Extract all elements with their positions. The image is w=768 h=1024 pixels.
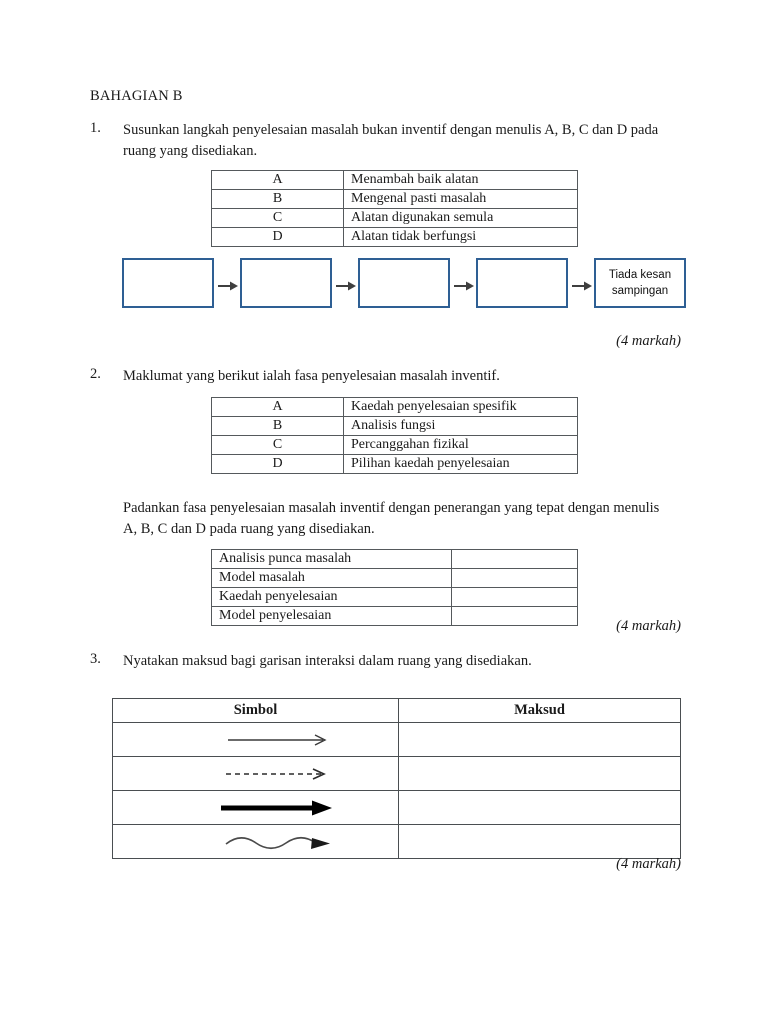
- question-2-instruction: Padankan fasa penyelesaian masalah inven…: [123, 500, 660, 537]
- option-desc: Analisis fungsi: [343, 416, 578, 436]
- flow-arrow-icon-4: [572, 280, 594, 292]
- table-row: B Analisis fungsi: [211, 416, 578, 436]
- option-letter: A: [211, 397, 344, 417]
- option-desc: Pilihan kaedah penyelesaian: [343, 454, 578, 474]
- flow-box-text-line2: sampingan: [611, 285, 669, 297]
- flow-answer-box-1[interactable]: [122, 258, 214, 308]
- question-2-matching-table: Analisis punca masalah Model masalah Kae…: [211, 549, 578, 626]
- flow-answer-box-3[interactable]: [358, 258, 450, 308]
- match-answer-blank[interactable]: [451, 587, 578, 607]
- flow-result-box: Tiada kesan sampingan: [594, 258, 686, 308]
- flow-box-text-line1: Tiada kesan: [608, 269, 672, 281]
- table-row: Model masalah: [211, 568, 578, 588]
- option-letter: D: [211, 227, 344, 247]
- column-header-simbol: Simbol: [112, 698, 399, 723]
- option-letter: B: [211, 189, 344, 209]
- option-desc: Mengenal pasti masalah: [343, 189, 578, 209]
- match-label: Kaedah penyelesaian: [211, 587, 452, 607]
- question-2-number: 2.: [90, 366, 101, 382]
- question-1-number: 1.: [90, 120, 101, 136]
- table-row: [112, 756, 681, 791]
- meaning-answer-cell-1[interactable]: [398, 722, 681, 757]
- question-2-text: Maklumat yang berikut ialah fasa penyele…: [123, 368, 500, 384]
- question-3-marks: (4 markah): [616, 856, 681, 872]
- table-row: [112, 722, 681, 757]
- meaning-answer-cell-2[interactable]: [398, 756, 681, 791]
- match-answer-blank[interactable]: [451, 568, 578, 588]
- table-row: [112, 824, 681, 859]
- option-letter: A: [211, 170, 344, 190]
- option-letter: B: [211, 416, 344, 436]
- match-label: Model penyelesaian: [211, 606, 452, 626]
- option-desc: Menambah baik alatan: [343, 170, 578, 190]
- table-row: D Alatan tidak berfungsi: [211, 227, 578, 247]
- question-3-number: 3.: [90, 651, 101, 667]
- question-1-marks: (4 markah): [616, 333, 681, 349]
- flow-arrow-icon-3: [454, 280, 476, 292]
- symbol-cell-4: [112, 824, 399, 859]
- column-header-maksud: Maksud: [398, 698, 681, 723]
- table-row: Model penyelesaian: [211, 606, 578, 626]
- symbol-cell-3: [112, 790, 399, 825]
- flow-arrow-icon-1: [218, 280, 240, 292]
- option-letter: C: [211, 208, 344, 228]
- match-answer-blank[interactable]: [451, 549, 578, 569]
- question-3-symbol-table: Simbol Maksud: [112, 698, 681, 859]
- match-label: Analisis punca masalah: [211, 549, 452, 569]
- symbol-cell-2: [112, 756, 399, 791]
- meaning-answer-cell-3[interactable]: [398, 790, 681, 825]
- thin-solid-arrow-icon: [113, 723, 398, 756]
- table-row: D Pilihan kaedah penyelesaian: [211, 454, 578, 474]
- table-row: A Menambah baik alatan: [211, 170, 578, 190]
- option-desc: Alatan digunakan semula: [343, 208, 578, 228]
- wavy-arrow-icon: [113, 825, 398, 858]
- option-letter: C: [211, 435, 344, 455]
- question-1-text: Susunkan langkah penyelesaian masalah bu…: [123, 122, 659, 159]
- table-row: B Mengenal pasti masalah: [211, 189, 578, 209]
- table-row: C Alatan digunakan semula: [211, 208, 578, 228]
- flow-arrow-icon-2: [336, 280, 358, 292]
- table-row: Analisis punca masalah: [211, 549, 578, 569]
- section-heading: BAHAGIAN B: [90, 88, 183, 104]
- table-row: C Percanggahan fizikal: [211, 435, 578, 455]
- table-row: Kaedah penyelesaian: [211, 587, 578, 607]
- flow-answer-box-2[interactable]: [240, 258, 332, 308]
- option-desc: Alatan tidak berfungsi: [343, 227, 578, 247]
- question-3-text: Nyatakan maksud bagi garisan interaksi d…: [123, 653, 532, 669]
- dashed-arrow-icon: [113, 757, 398, 790]
- question-1-option-table: A Menambah baik alatan B Mengenal pasti …: [211, 170, 578, 247]
- table-row: [112, 790, 681, 825]
- thick-solid-arrow-icon: [113, 791, 398, 824]
- meaning-answer-cell-4[interactable]: [398, 824, 681, 859]
- question-2-option-table: A Kaedah penyelesaian spesifik B Analisi…: [211, 397, 578, 474]
- flow-answer-box-4[interactable]: [476, 258, 568, 308]
- table-row: A Kaedah penyelesaian spesifik: [211, 397, 578, 417]
- option-desc: Kaedah penyelesaian spesifik: [343, 397, 578, 417]
- table-header-row: Simbol Maksud: [112, 698, 681, 723]
- match-label: Model masalah: [211, 568, 452, 588]
- option-desc: Percanggahan fizikal: [343, 435, 578, 455]
- match-answer-blank[interactable]: [451, 606, 578, 626]
- symbol-cell-1: [112, 722, 399, 757]
- question-1-flowchart: Tiada kesan sampingan: [122, 258, 702, 316]
- question-2-marks: (4 markah): [616, 618, 681, 634]
- option-letter: D: [211, 454, 344, 474]
